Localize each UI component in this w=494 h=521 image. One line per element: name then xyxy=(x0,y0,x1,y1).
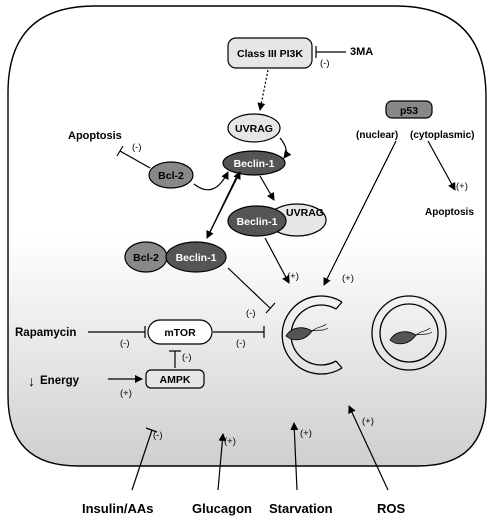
p53-label: p53 xyxy=(400,105,418,117)
beclin1-uvrag-complex: Beclin-1 UVRAG xyxy=(227,203,327,237)
edge-mtor-inhibits-phagophore xyxy=(213,326,265,338)
uvrag-top-label: UVRAG xyxy=(235,123,273,135)
p53-nuclear-label: (nuclear) xyxy=(356,130,398,141)
apoptosis-left-label: Apoptosis xyxy=(68,130,122,142)
p53-cytoplasmic-label: (cytoplasmic) xyxy=(410,130,474,141)
sign-p53-apoptosis: (+) xyxy=(456,181,468,192)
energy-label: Energy xyxy=(40,375,80,387)
autophagosome xyxy=(371,295,447,371)
sign-glucagon: (+) xyxy=(224,436,236,447)
phagophore xyxy=(281,295,343,375)
bcl2-left-label: Bcl-2 xyxy=(158,170,184,182)
complex-beclin1b-label: Beclin-1 xyxy=(176,252,217,264)
sign-bcl2-apoptosis: (-) xyxy=(132,142,142,153)
edge-p53-to-phagophore xyxy=(323,140,397,286)
ampk-label: AMPK xyxy=(160,374,191,386)
uvrag-top-node: UVRAG xyxy=(227,113,281,143)
edge-insulin-inhibits xyxy=(131,427,158,491)
ros-label: ROS xyxy=(377,501,406,516)
beclin1-top-node: Beclin-1 xyxy=(222,150,286,176)
mtor-node: mTOR xyxy=(147,319,213,345)
edge-rapamycin-inhibits-mtor xyxy=(88,326,146,338)
edge-3ma-inhibits-pi3k xyxy=(315,46,346,58)
3ma-label: 3MA xyxy=(350,46,373,58)
sign-complex-phagophore: (+) xyxy=(287,271,299,282)
glucagon-label: Glucagon xyxy=(192,501,252,516)
bacterium-icon xyxy=(389,327,433,345)
complex-bcl2-label: Bcl-2 xyxy=(133,252,159,264)
edge-beclin1-bcl2-complex-rev xyxy=(209,171,241,233)
sign-ros: (+) xyxy=(362,416,374,427)
sign-energy-ampk: (+) xyxy=(120,388,132,399)
complex-beclin1-label: Beclin-1 xyxy=(237,216,278,228)
sign-p53-phagophore: (+) xyxy=(342,273,354,284)
sign-mtor-phagophore: (-) xyxy=(236,338,246,349)
edge-ros-activates xyxy=(348,405,389,491)
sign-ampk-mtor: (-) xyxy=(182,352,192,363)
cell-membrane xyxy=(7,5,487,467)
edge-beclin1-to-complex xyxy=(259,175,275,201)
p53-node: p53 xyxy=(385,100,433,119)
sign-bcl2-complex-phagophore: (-) xyxy=(246,308,256,319)
beclin1-top-label: Beclin-1 xyxy=(234,158,275,170)
ampk-node: AMPK xyxy=(145,369,205,389)
edge-glucagon-activates xyxy=(217,433,227,491)
rapamycin-label: Rapamycin xyxy=(15,327,76,339)
sign-rapamycin-mtor: (-) xyxy=(120,338,130,349)
sign-3ma: (-) xyxy=(320,58,330,69)
class-iii-pi3k-label: Class III PI3K xyxy=(237,48,303,60)
edge-p53-to-apoptosis xyxy=(427,140,456,191)
starvation-label: Starvation xyxy=(269,501,333,516)
complex-uvrag-label: UVRAG xyxy=(286,207,324,219)
bacterium-icon xyxy=(285,323,329,341)
edge-bcl2-to-beclin1 xyxy=(193,171,229,191)
mtor-label: mTOR xyxy=(164,327,196,339)
edge-bcl2-inhibits-apoptosis xyxy=(116,145,151,169)
sign-insulin: (-) xyxy=(153,430,163,441)
edge-complex-to-phagophore xyxy=(264,237,290,284)
apoptosis-right-label: Apoptosis xyxy=(425,207,474,218)
edge-ampk-inhibits-mtor xyxy=(169,350,181,368)
bcl2-left-node: Bcl-2 xyxy=(148,161,194,189)
edge-uvrag-to-beclin1 xyxy=(279,137,292,159)
edge-pi3k-to-uvrag xyxy=(257,69,269,111)
bcl2-beclin1-complex: Bcl-2 Beclin-1 xyxy=(124,241,227,273)
edge-bcl2-complex-inhibits-phagophore xyxy=(227,267,276,314)
edge-starvation-activates xyxy=(290,422,299,491)
energy-down-arrow: ↓ xyxy=(28,373,35,389)
class-iii-pi3k-node: Class III PI3K xyxy=(227,37,313,69)
insulin-label: Insulin/AAs xyxy=(82,501,154,516)
sign-starvation: (+) xyxy=(300,428,312,439)
